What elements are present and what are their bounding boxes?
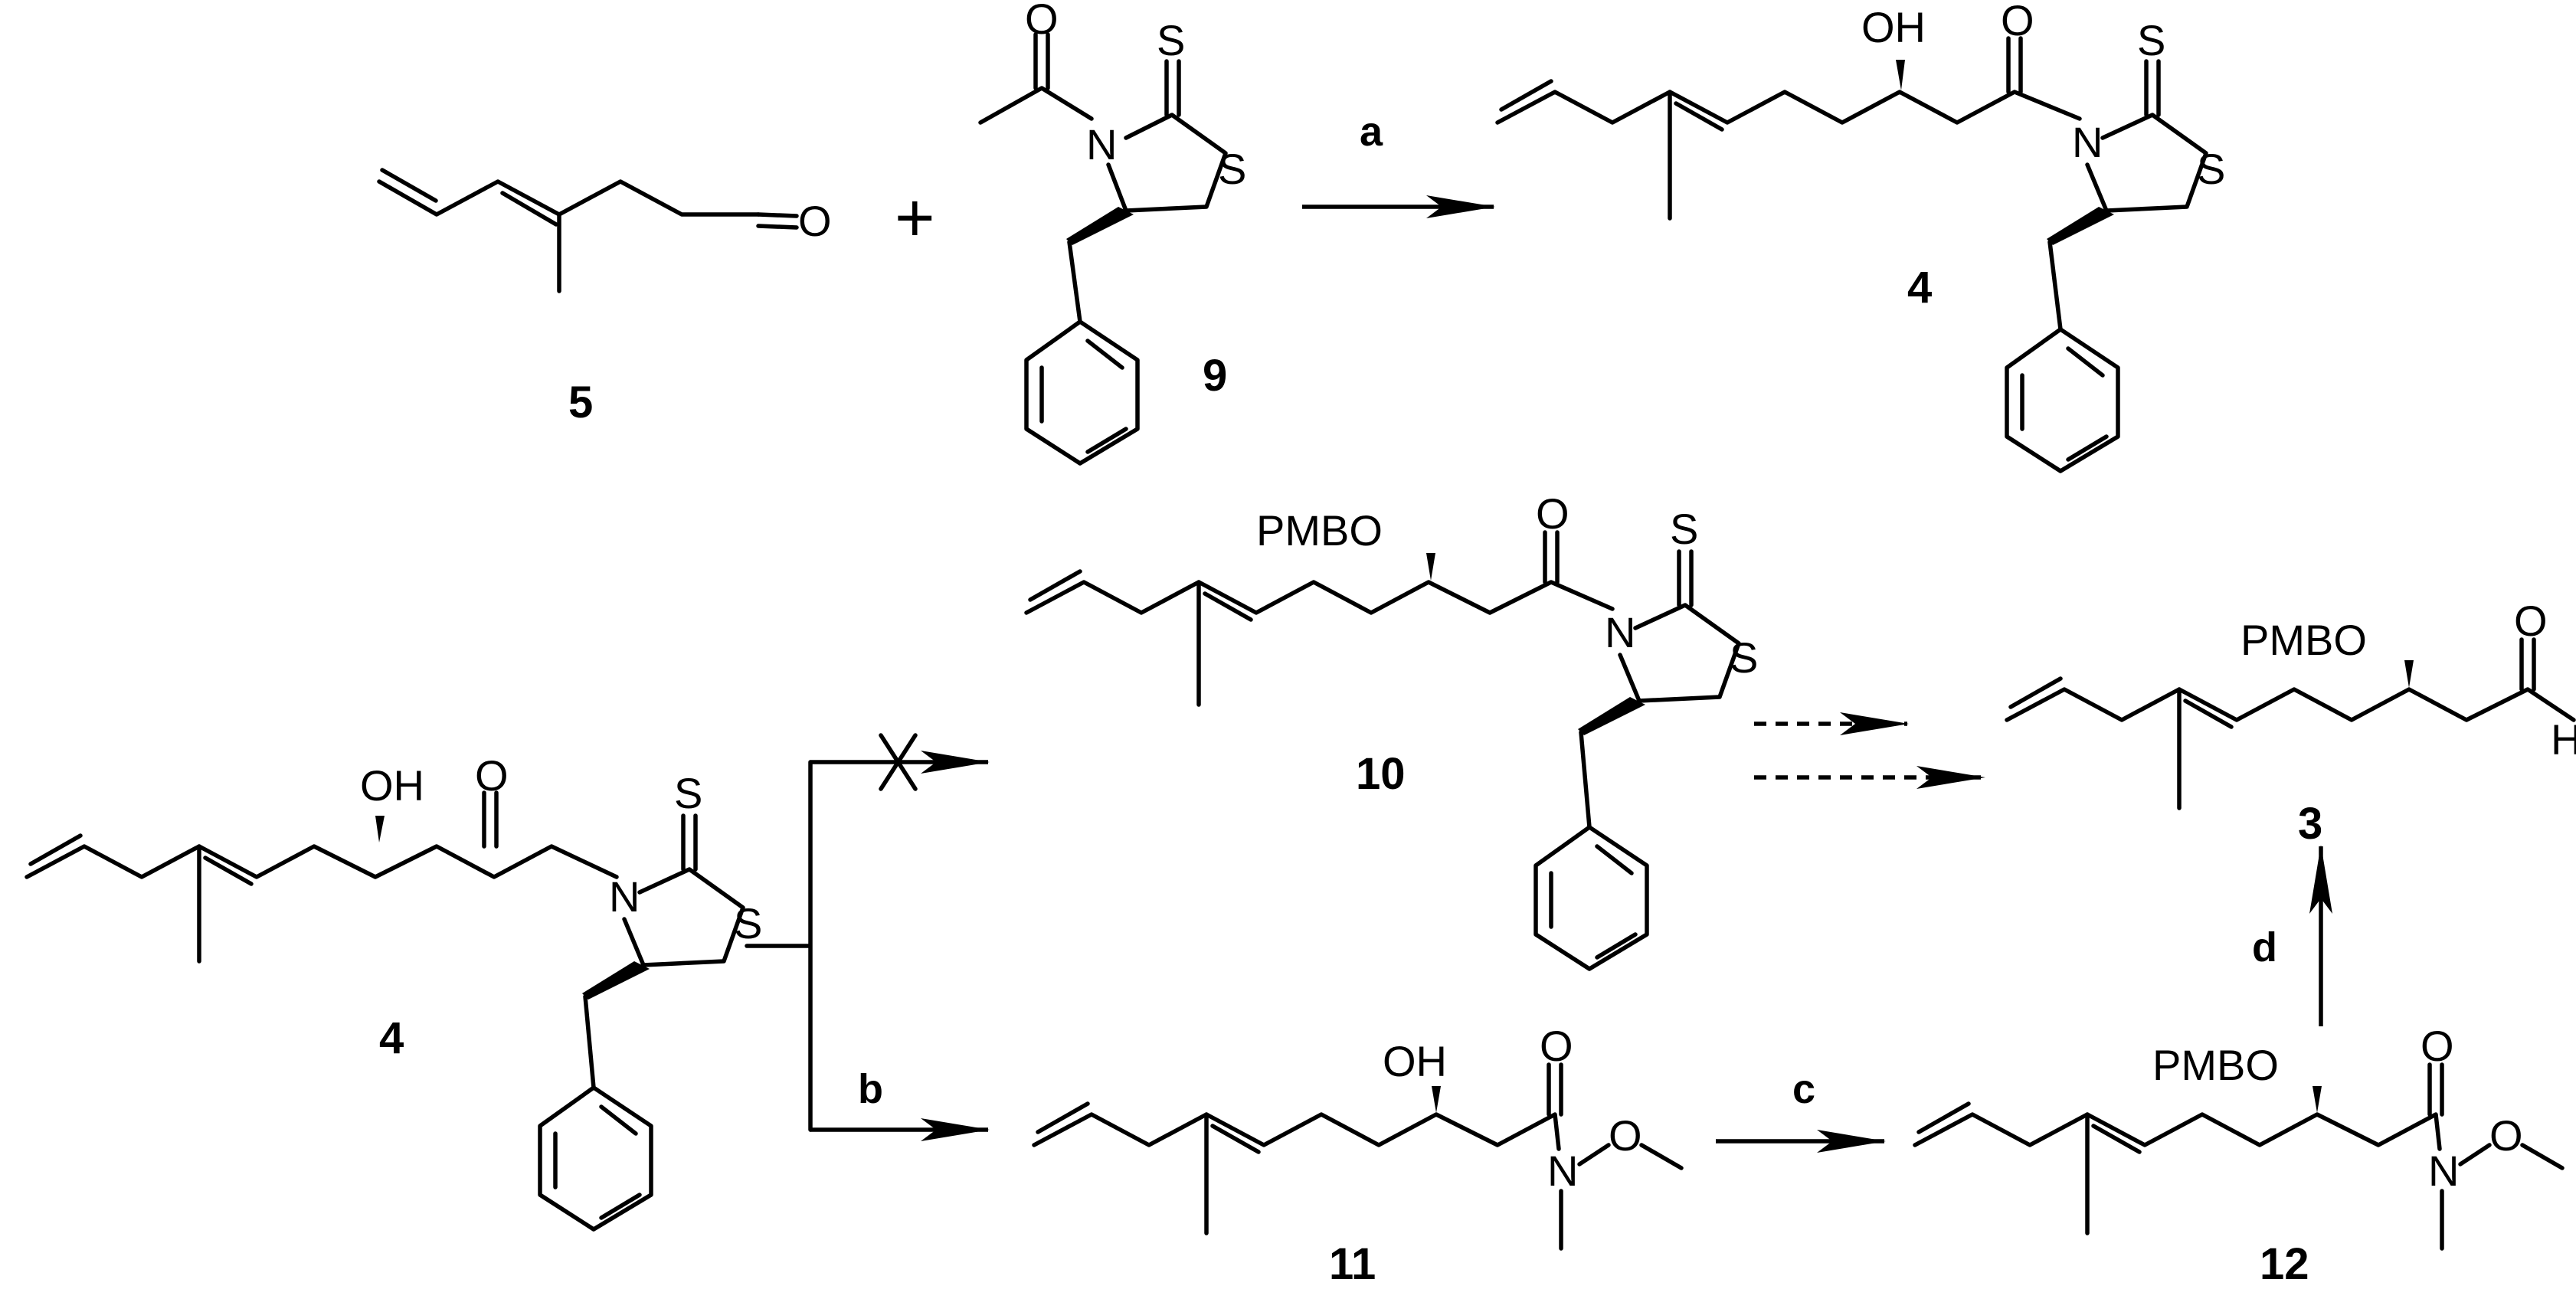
atom-label: O [798,197,832,245]
atom-label: OH [1861,3,1926,51]
atom-label: OH [1383,1037,1447,1085]
atom-label: S [1670,505,1698,553]
atom-label: OH [360,761,424,810]
cross-mark [879,733,918,791]
atom-label: O [475,751,509,800]
atom-label: S [674,769,702,817]
compound-10: PMBO O N S S 10 [1024,489,1758,971]
reagent-d: d [2252,924,2277,970]
atom-label: H [2551,715,2576,764]
atom-label: N [1086,120,1117,169]
atom-label: O [2001,0,2034,44]
atom-label: O [2421,1022,2454,1070]
plus-sign: + [895,180,935,257]
reagent-a: a [1360,109,1383,155]
compound-9: O N S S 9 [978,0,1246,466]
atom-label: O [1536,489,1569,538]
atom-label: N [1547,1147,1578,1195]
reagent-c: c [1792,1066,1815,1112]
branch-connector [745,760,813,1132]
compound-label-10: 10 [1356,749,1406,799]
atom-label: S [734,899,762,947]
compound-12: PMBO O N O 12 [1913,1022,2565,1289]
compound-4-top: OH O N S S 4 [1495,0,2225,473]
atom-label: S [1730,633,1758,682]
compound-3: PMBO O H 3 [2005,597,2576,849]
atom-label: O [2514,597,2548,645]
atom-label: S [1157,16,1185,64]
compound-label-11: 11 [1329,1239,1376,1289]
atom-label: N [2072,118,2103,166]
compound-11: OH O N O 11 [1032,1022,1684,1289]
atom-label: N [2428,1147,2459,1195]
compound-label-4-top: 4 [1907,263,1932,312]
atom-label: PMBO [2240,616,2367,664]
compound-5: O 5 [377,168,832,427]
compound-label-9: 9 [1203,351,1227,401]
atom-label: O [1540,1022,1573,1070]
atom-label: O [2489,1111,2523,1160]
compound-label-12: 12 [2260,1239,2309,1289]
atom-label: O [1609,1111,1642,1160]
compound-label-3: 3 [2298,799,2322,849]
atom-label: S [2197,145,2225,193]
atom-label: S [1218,145,1246,193]
reagent-b: b [858,1066,883,1112]
compound-label-4-bottom: 4 [379,1013,404,1063]
compound-4-bottom: OH O N S S 4 [25,751,762,1232]
atom-label: O [1025,0,1059,43]
atom-label: N [1605,608,1635,656]
atom-label: PMBO [2152,1041,2279,1089]
compound-label-5: 5 [568,378,593,427]
atom-label: S [2137,16,2165,64]
atom-label: N [609,872,640,921]
atom-label: PMBO [1256,506,1383,555]
